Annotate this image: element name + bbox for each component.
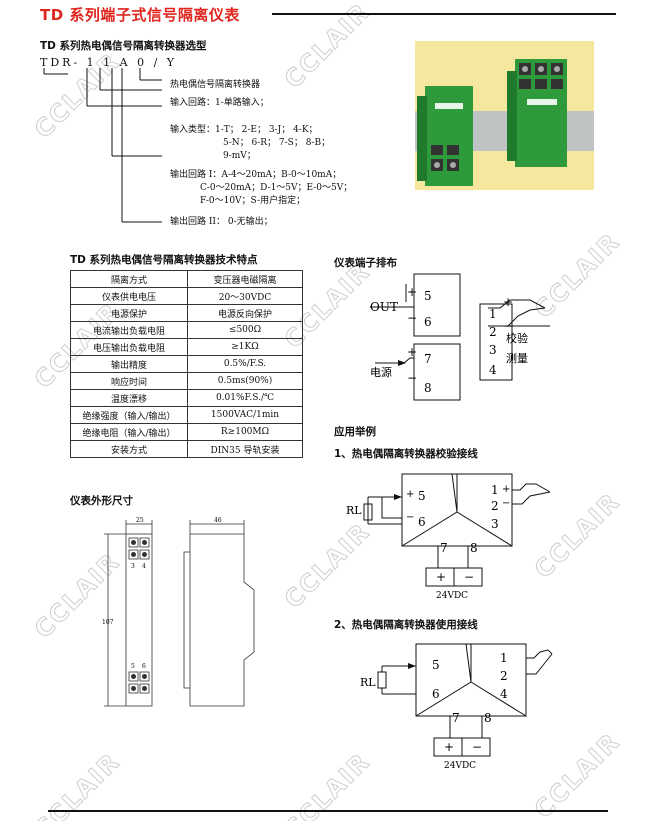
table-row: 电压输出负载电阻≥1KΩ [70, 338, 303, 356]
example1-title: 1、热电偶隔离转换器校验接线 [334, 448, 478, 460]
terminal-minus: − [407, 311, 417, 325]
terminal-number: 6 [424, 315, 432, 329]
terminal-number: 2 [500, 669, 508, 683]
terminal-plus: + [407, 345, 417, 359]
terminal-number: 3 [489, 343, 497, 357]
verify-label: 校验 [506, 331, 528, 345]
terminal-number: 2 [489, 325, 497, 339]
table-row: 隔离方式变压器电磁隔离 [70, 270, 303, 288]
terminal-number: 5 [432, 658, 440, 672]
model-code: TDR- 1 1 A 0 / Y [40, 56, 178, 69]
terminal-plus: + [406, 489, 414, 500]
spec-heading: TD 系列热电偶信号隔离转换器技术特点 [70, 254, 258, 266]
supply-minus: − [472, 740, 482, 754]
terminal-minus: − [502, 498, 510, 509]
supply-plus: + [436, 570, 446, 584]
terminal-number: 1 [500, 651, 508, 665]
bottom-rule [48, 810, 608, 812]
terminal-heading: 仪表端子排布 [334, 257, 397, 269]
supply-plus: + [444, 740, 454, 754]
depth-dim: 46 [214, 517, 222, 524]
terminal-minus: − [406, 512, 414, 523]
terminal-number: 8 [484, 711, 492, 725]
note-input-loop: 输入回路：1-单路输入； [170, 98, 269, 108]
table-row: 电源保护电源反向保护 [70, 304, 303, 322]
product-photo [415, 41, 594, 190]
terminal-label: 4 [142, 563, 146, 570]
dimension-drawing: 25 46 107 3 4 5 6 [102, 517, 255, 707]
terminal-number: 7 [440, 541, 448, 555]
terminal-label: 5 [131, 663, 135, 670]
terminal-plus: + [503, 295, 513, 309]
terminal-number: 1 [491, 483, 499, 497]
note-input-type: 输入类型：1-T； 2-E； 3-J； 4-K； 5-N； 6-R； 7-S； … [170, 125, 331, 161]
power-label: 电源 [370, 365, 392, 379]
title-rule [272, 13, 616, 15]
terminal-minus: − [503, 319, 513, 333]
terminal-number: 1 [489, 307, 497, 321]
note-output-2: 输出回路 II： 0-无输出； [170, 217, 273, 227]
note-converter: 热电偶信号隔离转换器 [170, 80, 261, 90]
terminal-number: 6 [432, 687, 440, 701]
terminal-label: 6 [142, 663, 146, 670]
height-dim: 107 [102, 619, 114, 626]
rl-label: RL [360, 676, 376, 689]
terminal-number: 5 [424, 289, 432, 303]
terminal-diagram: + − + − OUT 电源 5 6 7 8 1 2 3 4 + − 校验 测量 [370, 273, 550, 401]
table-row: 绝缘强度（输入/输出）1500VAC/1min [70, 406, 303, 424]
terminal-plus: + [407, 285, 417, 299]
measure-label: 测量 [506, 352, 528, 365]
out-label: OUT [370, 300, 398, 314]
note-output-1: 输出回路 I：A-4～20mA；B-0～10mA； C-0～20mA；D-1～5… [170, 170, 353, 206]
supply-label: 24VDC [444, 761, 476, 771]
table-row: 绝缘电阻（输入/输出）R≥100MΩ [70, 423, 303, 441]
rl-label: RL [346, 504, 362, 517]
terminal-number: 3 [491, 517, 499, 531]
supply-label: 24VDC [436, 591, 468, 601]
terminal-number: 7 [452, 711, 460, 725]
example2-diagram: RL 5 6 1 2 4 7 8 + − 24VDC [360, 643, 553, 771]
example2-title: 2、热电偶隔离转换器使用接线 [334, 619, 478, 631]
terminal-number: 5 [418, 489, 426, 503]
terminal-number: 4 [500, 687, 508, 701]
terminal-number: 8 [470, 541, 478, 555]
product-photo-illustration [415, 59, 594, 186]
terminal-plus: + [502, 484, 510, 495]
terminal-label: 3 [131, 563, 135, 570]
terminal-minus: − [407, 371, 417, 385]
supply-minus: − [464, 570, 474, 584]
table-row: 电流输出负载电阻≤500Ω [70, 321, 303, 339]
width-dim: 25 [136, 517, 144, 524]
terminal-number: 4 [489, 363, 497, 377]
dimension-heading: 仪表外形尺寸 [70, 495, 133, 507]
application-heading: 应用举例 [334, 426, 376, 438]
terminal-number: 6 [418, 515, 426, 529]
page-title: TD 系列端子式信号隔离仪表 [40, 6, 240, 24]
example1-diagram: + − RL 5 6 1 2 3 + − 7 8 + − 24VDC [346, 473, 551, 601]
model-heading: TD 系列热电偶信号隔离转换器选型 [40, 40, 207, 52]
terminal-number: 8 [424, 381, 432, 395]
terminal-number: 7 [424, 352, 432, 366]
model-bracket-lines [43, 68, 162, 223]
terminal-number: 2 [491, 499, 499, 513]
